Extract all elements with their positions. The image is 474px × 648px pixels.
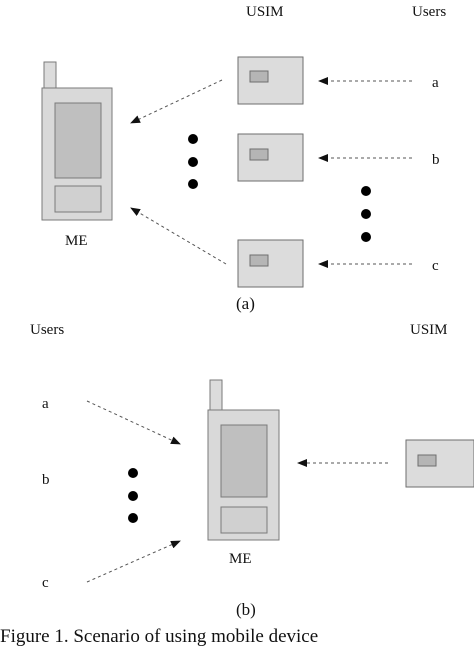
me-label-b: ME bbox=[229, 551, 252, 567]
panel-a: USIM Users ME a b bbox=[41, 4, 446, 313]
ellipsis-dots bbox=[188, 134, 198, 189]
user-label-b: b bbox=[42, 472, 50, 488]
usim-card-icon bbox=[237, 239, 304, 288]
ellipsis-dots bbox=[361, 186, 371, 242]
usim-header-a: USIM bbox=[246, 4, 284, 20]
users-header-b: Users bbox=[30, 322, 64, 338]
usim-card-icon bbox=[237, 133, 304, 182]
user-label-c: c bbox=[42, 575, 49, 591]
sub-label-b: (b) bbox=[236, 600, 256, 619]
figure-caption: Figure 1. Scenario of using mobile devic… bbox=[0, 626, 318, 647]
users-header-a: Users bbox=[412, 4, 446, 20]
arrow-usim-to-me bbox=[130, 79, 223, 124]
arrow-user-to-me bbox=[86, 540, 181, 583]
panel-b: Users USIM a b c ME (b) bbox=[30, 322, 474, 619]
usim-card-icon bbox=[237, 56, 304, 105]
user-label-b: b bbox=[432, 152, 440, 168]
user-label-c: c bbox=[432, 258, 439, 274]
arrow-user-to-me bbox=[86, 400, 181, 445]
me-label-a: ME bbox=[65, 233, 88, 249]
mobile-device-icon bbox=[41, 61, 113, 221]
user-label-a: a bbox=[42, 396, 49, 412]
usim-card-icon bbox=[405, 439, 474, 488]
sub-label-a: (a) bbox=[236, 294, 255, 313]
mobile-device-icon bbox=[207, 379, 280, 541]
ellipsis-dots bbox=[128, 468, 138, 523]
user-label-a: a bbox=[432, 75, 439, 91]
arrow-usim-to-me bbox=[130, 207, 227, 265]
usim-header-b: USIM bbox=[410, 322, 448, 338]
